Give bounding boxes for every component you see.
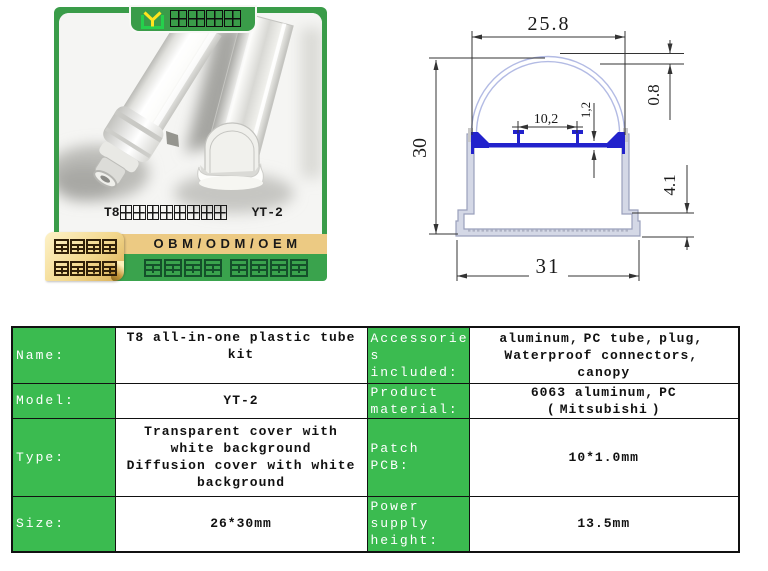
svg-text:4.1: 4.1 bbox=[660, 174, 679, 195]
svg-text:25.8: 25.8 bbox=[528, 13, 571, 35]
svg-text:0.8: 0.8 bbox=[644, 84, 663, 105]
svg-text:1,2: 1,2 bbox=[578, 102, 593, 118]
svg-text:31: 31 bbox=[536, 254, 561, 278]
svg-text:10,2: 10,2 bbox=[534, 112, 559, 127]
svg-text:30: 30 bbox=[409, 138, 431, 158]
